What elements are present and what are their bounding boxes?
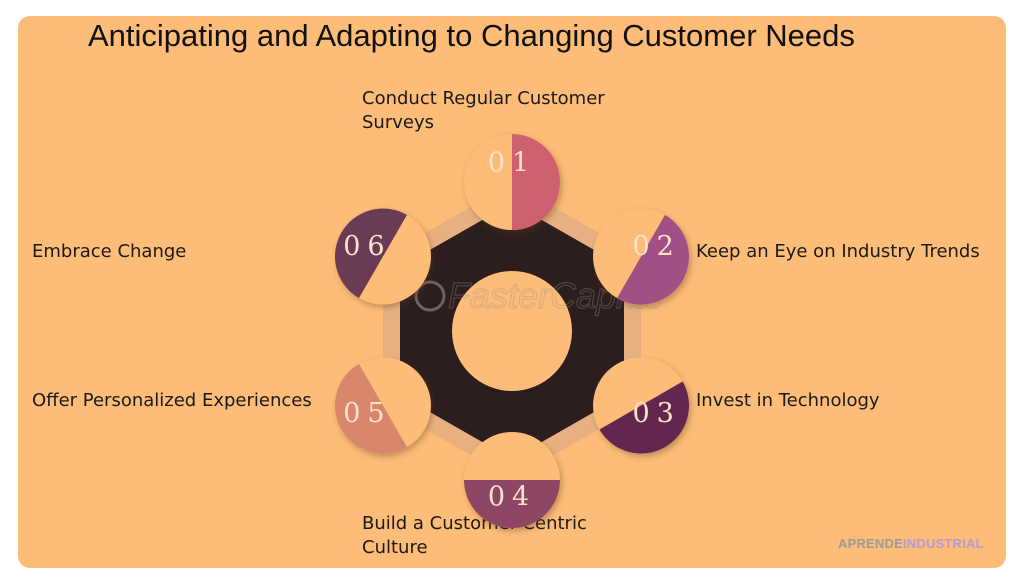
page-title: Anticipating and Adapting to Changing Cu… <box>88 18 855 53</box>
step-05-label: Offer Personalized Experiences <box>32 390 312 411</box>
step-03-label: Invest in Technology <box>696 390 880 411</box>
step-04-label: Build a Customer-Centric Culture <box>362 513 587 558</box>
brand-logo-part2: INDUSTRIAL <box>902 536 984 551</box>
step-06-label: Embrace Change <box>32 241 187 262</box>
step-01-label: Conduct Regular Customer Surveys <box>362 88 605 133</box>
step-02-label: Keep an Eye on Industry Trends <box>696 241 980 262</box>
brand-logo: APRENDEINDUSTRIAL <box>838 536 984 551</box>
brand-logo-part1: APRENDE <box>838 536 903 551</box>
